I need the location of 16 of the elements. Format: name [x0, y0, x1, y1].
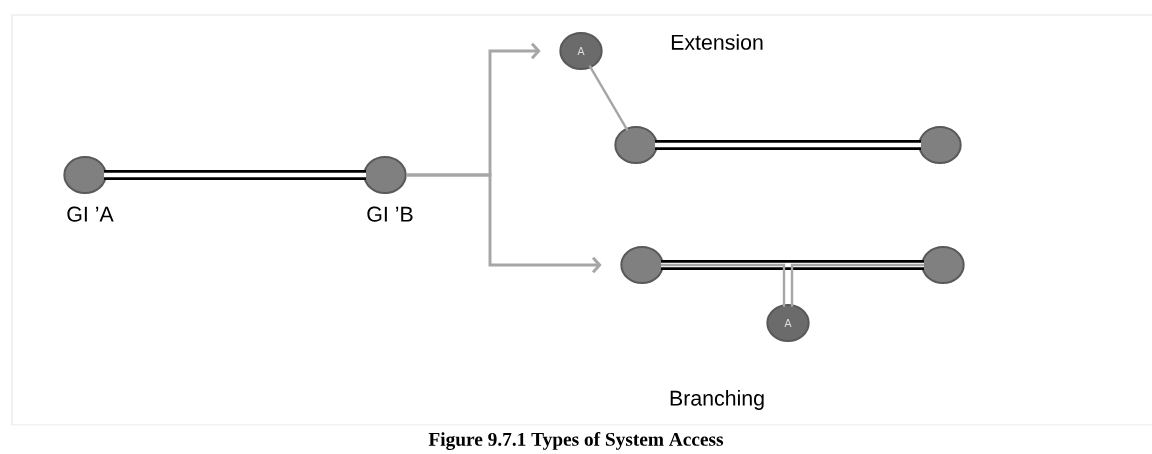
- figure-caption: Figure 9.7.1 Types of System Access: [428, 432, 724, 450]
- arrow: [406, 173, 602, 274]
- connection-line: [588, 65, 629, 131]
- connection-line: [661, 260, 924, 270]
- node-circle: [63, 156, 107, 194]
- node-label: GI ’A: [67, 206, 114, 222]
- node-circle: [363, 156, 407, 194]
- section-label: Branching: [670, 390, 764, 410]
- node-label: GI ’B: [367, 206, 413, 222]
- node-circle: [620, 246, 664, 284]
- connection-line: [655, 140, 921, 150]
- node-circle: [921, 246, 965, 284]
- node-circle: [918, 126, 962, 164]
- section-label: Extension: [671, 34, 763, 50]
- connection-line: [104, 170, 366, 180]
- node-circle: [614, 126, 658, 164]
